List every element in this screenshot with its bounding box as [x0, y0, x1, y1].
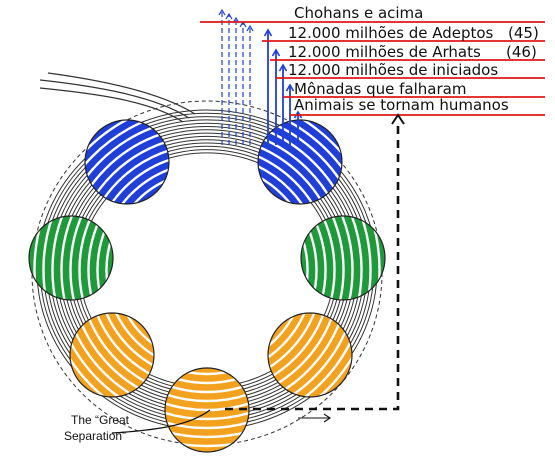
stripe — [301, 216, 354, 300]
stripe — [301, 216, 309, 300]
label-adeptos: 12.000 milhões de Adeptos — [288, 24, 494, 42]
separation-path — [225, 120, 400, 411]
stripe — [165, 368, 249, 385]
stripe — [33, 216, 113, 300]
green-circle-right-stripes — [301, 216, 381, 300]
stripe — [165, 368, 249, 394]
orange-circle-right-outline — [267, 312, 353, 398]
stripe — [114, 313, 154, 363]
stripe — [301, 216, 345, 300]
blue-circle-right — [257, 119, 343, 205]
arrow-head — [271, 48, 281, 57]
small-right-arrow — [298, 413, 331, 423]
blue-circle-left — [84, 119, 170, 205]
arrow-head — [278, 63, 288, 72]
stripe — [87, 216, 113, 300]
orange-circle-left-outline — [69, 312, 155, 398]
label-chohans: Chohans e acima — [294, 4, 423, 22]
blue-circle-left-outline — [84, 119, 170, 205]
globe-circles — [28, 119, 386, 453]
orange-circle-left — [69, 312, 155, 398]
stripe — [301, 216, 381, 300]
stripe — [78, 216, 113, 300]
stripe — [165, 368, 249, 448]
arrow-head — [218, 8, 226, 16]
arrow-head — [225, 12, 233, 20]
stripe — [165, 368, 249, 403]
caption-line-1: The “Great — [71, 413, 130, 427]
incoming-strands — [39, 72, 196, 123]
stripe — [105, 216, 113, 300]
green-circle-right — [300, 215, 386, 301]
stripe — [165, 368, 249, 430]
orange-circle-bottom — [164, 367, 250, 453]
orange-circle-bottom-outline — [164, 367, 250, 453]
green-circle-left-outline — [28, 215, 114, 301]
stripe — [51, 216, 113, 300]
label-arhats: 12.000 milhões de Arhats — [288, 43, 481, 61]
arrow-head — [293, 110, 303, 119]
label-adeptos-number: (45) — [508, 24, 539, 42]
stripe — [165, 368, 249, 439]
stripe — [301, 216, 327, 300]
label-arhats-number: (46) — [506, 43, 537, 61]
stripe — [96, 216, 113, 300]
arrow-head — [285, 83, 295, 92]
label-monadas: Mônadas que falharam — [294, 80, 466, 98]
stripe — [301, 216, 318, 300]
green-circle-right-outline — [300, 215, 386, 301]
stripe — [69, 216, 113, 300]
green-circle-left — [28, 215, 114, 301]
orange-circle-right — [267, 312, 353, 398]
separation-arrow-head — [391, 113, 405, 125]
arrow-head — [263, 28, 273, 37]
ascending-arrows — [218, 8, 303, 145]
blue-circle-right-outline — [257, 119, 343, 205]
stripe — [301, 216, 372, 300]
caption-line-2: Separation” — [64, 429, 126, 443]
label-iniciados: 12.000 milhões de iniciados — [288, 61, 498, 79]
stripe — [301, 216, 363, 300]
stripe — [301, 216, 336, 300]
arrow-head — [246, 24, 254, 32]
stripe — [165, 368, 249, 412]
orange-circle-bottom-stripes — [165, 368, 249, 448]
stripe — [60, 216, 113, 300]
label-animais: Animais se tornam humanos — [294, 96, 509, 114]
stripe — [42, 216, 113, 300]
level-lines — [200, 21, 545, 116]
caption-pointer — [111, 409, 211, 434]
stripe — [165, 368, 249, 421]
green-circle-left-stripes — [33, 216, 113, 300]
stripe — [165, 368, 249, 376]
